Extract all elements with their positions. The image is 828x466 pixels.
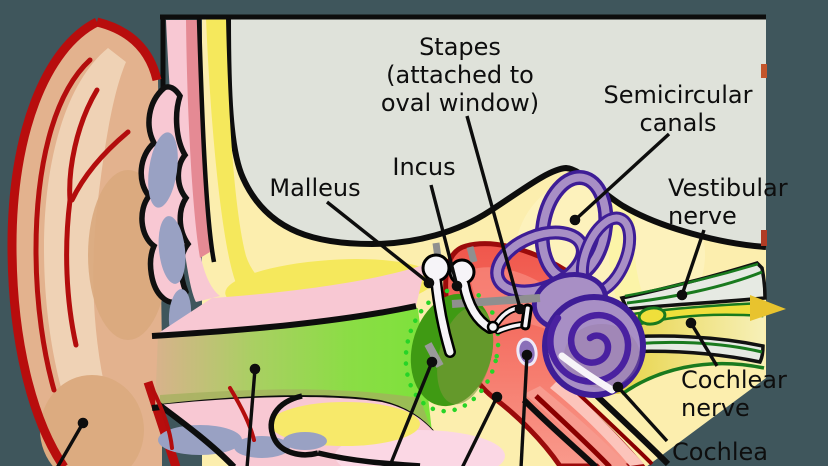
cochlea-spiral	[547, 311, 632, 385]
annotation-malleus: Malleus	[269, 174, 435, 289]
pinna-lobe-leader-dot	[77, 417, 89, 429]
vestibular-nerve-dot	[676, 289, 688, 301]
eardrum-leader-dot	[426, 356, 438, 368]
ear-canal-leader-line	[245, 368, 257, 466]
bone-bright-strip	[206, 18, 264, 291]
canal-top-outline	[151, 303, 417, 339]
cochlea-line	[616, 385, 669, 443]
annotation-round-window-leader	[519, 349, 533, 466]
pinna-lobe-leader-line	[56, 422, 85, 466]
helix-outline	[7, 17, 100, 466]
pinna	[7, 17, 181, 466]
jaw-outline	[156, 401, 237, 466]
eardrum-leader-line	[387, 361, 434, 466]
label-semicircular-canals-line2: canals	[640, 109, 717, 137]
crop-edge-marks	[761, 64, 767, 246]
annotation-cochlea: Cochlea	[612, 381, 768, 466]
round-window-leader-dot	[521, 349, 533, 361]
label-vestibular-nerve-line1: Vestibular	[668, 174, 788, 202]
concha-tragus	[138, 84, 192, 341]
incus-line	[429, 184, 459, 287]
inner-ear-labyrinth	[490, 169, 646, 398]
annotation-pinna-lobe-leader	[56, 417, 89, 466]
vestibular-nerve-line	[680, 229, 706, 296]
round-window-leader-line	[519, 354, 529, 466]
label-semicircular-canals-line1: Semicircular	[604, 81, 753, 109]
lower-tissue	[150, 386, 505, 466]
annotation-eardrum-leader	[387, 356, 438, 466]
pinna-fold-lines	[33, 57, 131, 393]
incus-dot	[451, 280, 463, 292]
label-malleus: Malleus	[269, 174, 360, 202]
tympanic-cavity-leader-line	[461, 396, 499, 466]
label-cochlear-nerve-line1: Cochlear	[681, 366, 787, 394]
tympanic-cavity-leader-dot	[491, 391, 503, 403]
label-stapes-line2: (attached to	[386, 61, 534, 89]
label-incus: Incus	[392, 153, 455, 181]
muscle-layer	[186, 20, 210, 258]
label-cochlea: Cochlea	[672, 438, 768, 466]
annotation-ear-canal-leader	[245, 363, 261, 466]
label-cochlear-nerve-line2: nerve	[681, 394, 750, 422]
head-wall-layers	[160, 14, 766, 302]
head-interior	[225, 15, 767, 250]
ossicles	[421, 242, 541, 368]
annotation-tympanic-cavity-leader	[461, 391, 503, 466]
stapes-dot	[514, 303, 526, 315]
cochlear-nerve-dot	[685, 317, 697, 329]
label-stapes-line1: Stapes	[419, 33, 501, 61]
malleus-line	[325, 200, 431, 285]
stapes-bone	[486, 303, 533, 335]
label-vestibular-nerve-line2: nerve	[668, 202, 737, 230]
semicircular-canals-line	[573, 132, 671, 222]
ear-canal-leader-dot	[249, 363, 261, 375]
malleus-dot	[423, 277, 435, 289]
stapes-line	[465, 115, 522, 309]
cochlea-dot	[612, 381, 624, 393]
cochlear-nerve-line	[689, 322, 719, 367]
malleus-bone	[421, 253, 456, 358]
semicircular-canals-dot	[569, 214, 581, 226]
nerve-white-curve	[558, 352, 616, 394]
nerve-arrow	[750, 295, 786, 321]
skull-outline	[225, 17, 767, 250]
canal-upper-skin	[154, 264, 426, 336]
annotation-incus: Incus	[392, 153, 463, 292]
label-stapes-line3: oval window)	[381, 89, 539, 117]
